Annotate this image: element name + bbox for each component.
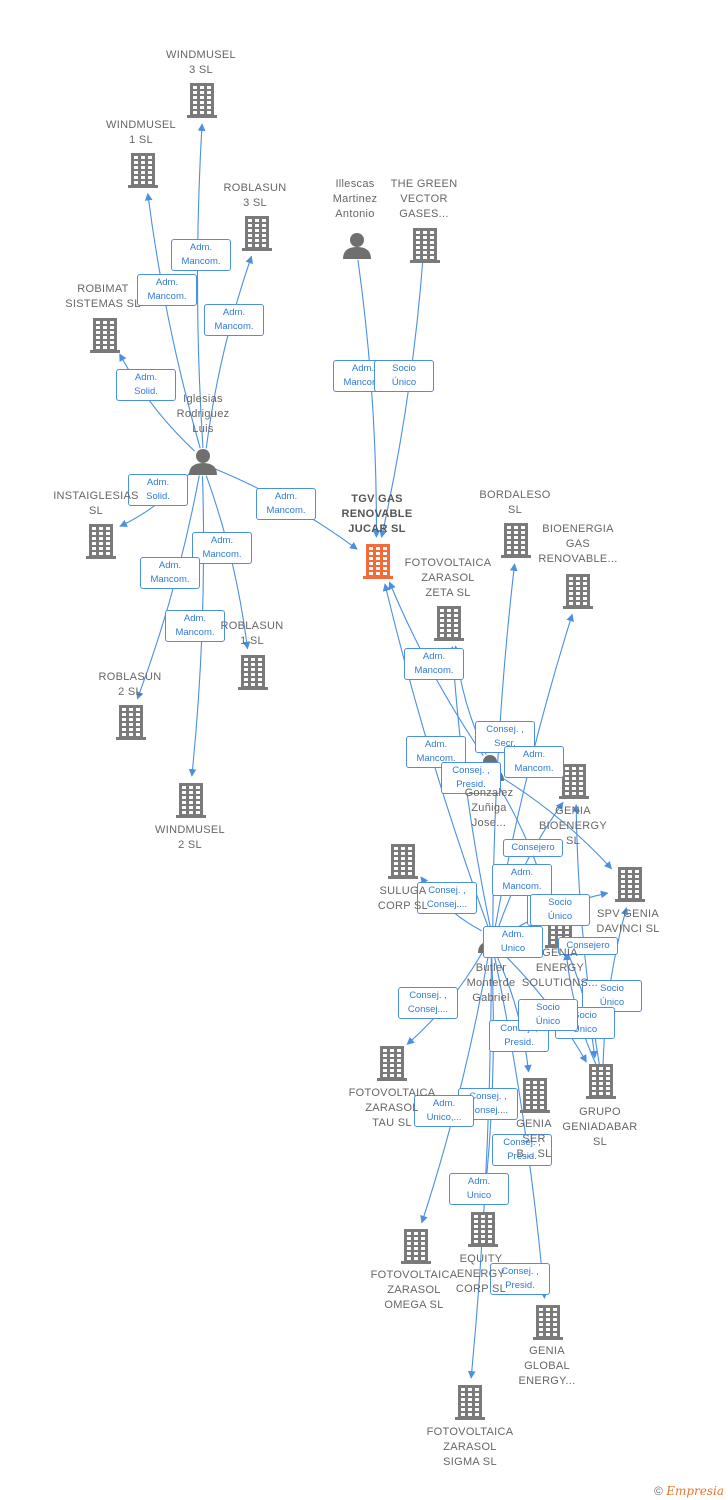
node-label-iglesias[interactable]: Iglesias Rodriguez Luis xyxy=(176,393,230,435)
building-icon[interactable] xyxy=(520,1078,550,1113)
node-label-windmusel3[interactable]: WINDMUSEL 3 SL xyxy=(166,49,236,76)
building-icon[interactable] xyxy=(90,318,120,353)
edge-label[interactable]: Consejero xyxy=(558,937,618,955)
building-icon[interactable] xyxy=(455,1385,485,1420)
building-icon[interactable] xyxy=(242,216,272,251)
edge-label[interactable]: Adm. Unico,... xyxy=(414,1095,474,1127)
edge-label[interactable]: Socio Único xyxy=(582,980,642,1012)
building-icon[interactable] xyxy=(377,1046,407,1081)
edge-label[interactable]: Adm. Solid. xyxy=(116,369,176,401)
node-label-genia_bio[interactable]: GENIA BIOENERGY SL xyxy=(538,805,608,847)
building-icon[interactable] xyxy=(559,764,589,799)
node-label-windmusel2[interactable]: WINDMUSEL 2 SL xyxy=(155,824,225,851)
edge-gonzalez-to-spv xyxy=(500,776,613,870)
edge-label[interactable]: Adm. Mancom. xyxy=(137,274,197,306)
edge-butler-to-genia_global xyxy=(493,953,548,1300)
building-icon[interactable] xyxy=(401,1229,431,1264)
building-icon[interactable] xyxy=(116,705,146,740)
node-label-illescas[interactable]: Illescas Martinez Antonio xyxy=(332,178,378,220)
node-label-bioenergia[interactable]: BIOENERGIA GAS RENOVABLE... xyxy=(538,523,618,565)
edge-label[interactable]: Socio Único xyxy=(518,999,578,1031)
building-icon[interactable] xyxy=(468,1212,498,1247)
brand-logo[interactable]: Empresia xyxy=(666,1484,724,1498)
edge-greenvector-to-tgv xyxy=(379,258,424,539)
building-icon[interactable] xyxy=(187,83,217,118)
node-label-roblasun2[interactable]: ROBLASUN 2 SL xyxy=(98,671,162,698)
building-icon[interactable] xyxy=(434,606,464,641)
edge-label[interactable]: Consejero xyxy=(503,839,563,857)
edge-label[interactable]: Socio Único xyxy=(530,894,590,926)
edge-label[interactable]: Consej. , Consej.... xyxy=(417,882,477,914)
copyright-symbol: © xyxy=(654,1484,663,1498)
building-icon[interactable] xyxy=(586,1064,616,1099)
building-icon[interactable] xyxy=(615,867,645,902)
building-icon[interactable] xyxy=(533,1305,563,1340)
edge-butler-to-genia_ser xyxy=(495,953,532,1073)
building-icon[interactable] xyxy=(176,783,206,818)
person-icon[interactable] xyxy=(189,449,217,475)
edge-label[interactable]: Consej. , Presid. xyxy=(492,1134,552,1166)
edge-label[interactable]: Consej. , Consej.... xyxy=(398,987,458,1019)
edge-label[interactable]: Adm. Unico xyxy=(449,1173,509,1205)
edge-label[interactable]: Consej. , Presid. xyxy=(441,762,501,794)
edge-label[interactable]: Adm. Mancom. xyxy=(406,736,466,768)
node-label-genia_ser[interactable]: GENIA SER B... SL xyxy=(516,1118,552,1160)
node-label-gonzalez[interactable]: Gonzalez Zuñiga Jose... xyxy=(464,787,514,829)
edge-label[interactable]: Adm. Mancom. xyxy=(256,488,316,520)
building-icon[interactable] xyxy=(86,524,116,559)
edge-label[interactable]: Adm. Mancom. xyxy=(140,557,200,589)
node-label-fv_zeta[interactable]: FOTOVOLTAICA ZARASOL ZETA SL xyxy=(404,557,492,599)
building-icon[interactable] xyxy=(238,655,268,690)
node-label-genia_sol[interactable]: GENIA ENERGY SOLUTIONS... xyxy=(521,947,599,989)
node-label-tgv[interactable]: TGV GAS RENOVABLE JUCAR SL xyxy=(341,493,413,535)
node-label-greenvector[interactable]: THE GREEN VECTOR GASES... xyxy=(390,178,458,220)
node-label-genia_global[interactable]: GENIA GLOBAL ENERGY... xyxy=(518,1345,576,1387)
node-label-robimat[interactable]: ROBIMAT SISTEMAS SL xyxy=(65,283,141,310)
edge-label[interactable]: Adm. Unico xyxy=(483,926,543,958)
node-label-fv_omega[interactable]: FOTOVOLTAICA ZARASOL OMEGA SL xyxy=(370,1269,458,1311)
node-label-bordaleso[interactable]: BORDALESO SL xyxy=(479,489,551,516)
building-icon[interactable] xyxy=(501,523,531,558)
person-icon[interactable] xyxy=(343,233,371,259)
node-label-fv_tau[interactable]: FOTOVOLTAICA ZARASOL TAU SL xyxy=(348,1087,436,1129)
node-label-equity[interactable]: EQUITY ENERGY CORP SL xyxy=(455,1253,507,1295)
edge-label[interactable]: Adm. Mancom. xyxy=(492,864,552,896)
node-label-roblasun1[interactable]: ROBLASUN 1 SL xyxy=(220,620,284,647)
edge-label[interactable]: Adm. Solid. xyxy=(128,474,188,506)
edge-butler-to-genia_bio xyxy=(497,801,564,928)
edge-iglesias-to-windmusel1 xyxy=(144,192,201,449)
edge-label[interactable]: Adm. Mancom. xyxy=(192,532,252,564)
edge-iglesias-to-robimat xyxy=(119,353,195,452)
building-icon[interactable] xyxy=(363,544,393,579)
edge-label[interactable]: Consej. , Presid. xyxy=(490,1263,550,1295)
edge-illescas-to-tgv xyxy=(357,259,381,538)
node-label-spv[interactable]: SPV GENIA DAVINCI SL xyxy=(596,908,660,935)
building-icon[interactable] xyxy=(410,228,440,263)
edge-iglesias-to-windmusel3 xyxy=(196,123,206,449)
building-icon[interactable] xyxy=(563,574,593,609)
building-icon[interactable] xyxy=(388,844,418,879)
node-label-butler[interactable]: Butler Monterde Gabriel xyxy=(466,962,516,1004)
node-label-suluga[interactable]: SULUGA CORP SL xyxy=(377,885,429,912)
edge-butler-to-fv_sigma xyxy=(467,953,492,1379)
node-label-windmusel1[interactable]: WINDMUSEL 1 SL xyxy=(106,119,176,146)
node-label-geniadabar[interactable]: GRUPO GENIADABAR SL xyxy=(562,1106,638,1148)
node-label-instaiglesias[interactable]: INSTAIGLESIAS SL xyxy=(53,490,139,517)
building-icon[interactable] xyxy=(128,153,158,188)
edge-label[interactable]: Adm. Mancom. xyxy=(404,648,464,680)
footer: © Empresia xyxy=(654,1484,724,1498)
nodes-layer xyxy=(86,83,645,1420)
edge-label[interactable]: Adm. Mancom. xyxy=(165,610,225,642)
node-label-roblasun3[interactable]: ROBLASUN 3 SL xyxy=(223,182,287,209)
edge-label[interactable]: Adm. Mancom. xyxy=(504,746,564,778)
edge-label[interactable]: Adm. Mancom. xyxy=(204,304,264,336)
edge-label[interactable]: Adm. Mancom. xyxy=(171,239,231,271)
edge-iglesias-to-roblasun3 xyxy=(205,255,253,449)
node-label-fv_sigma[interactable]: FOTOVOLTAICA ZARASOL SIGMA SL xyxy=(426,1426,514,1468)
edge-label[interactable]: Socio Único xyxy=(374,360,434,392)
